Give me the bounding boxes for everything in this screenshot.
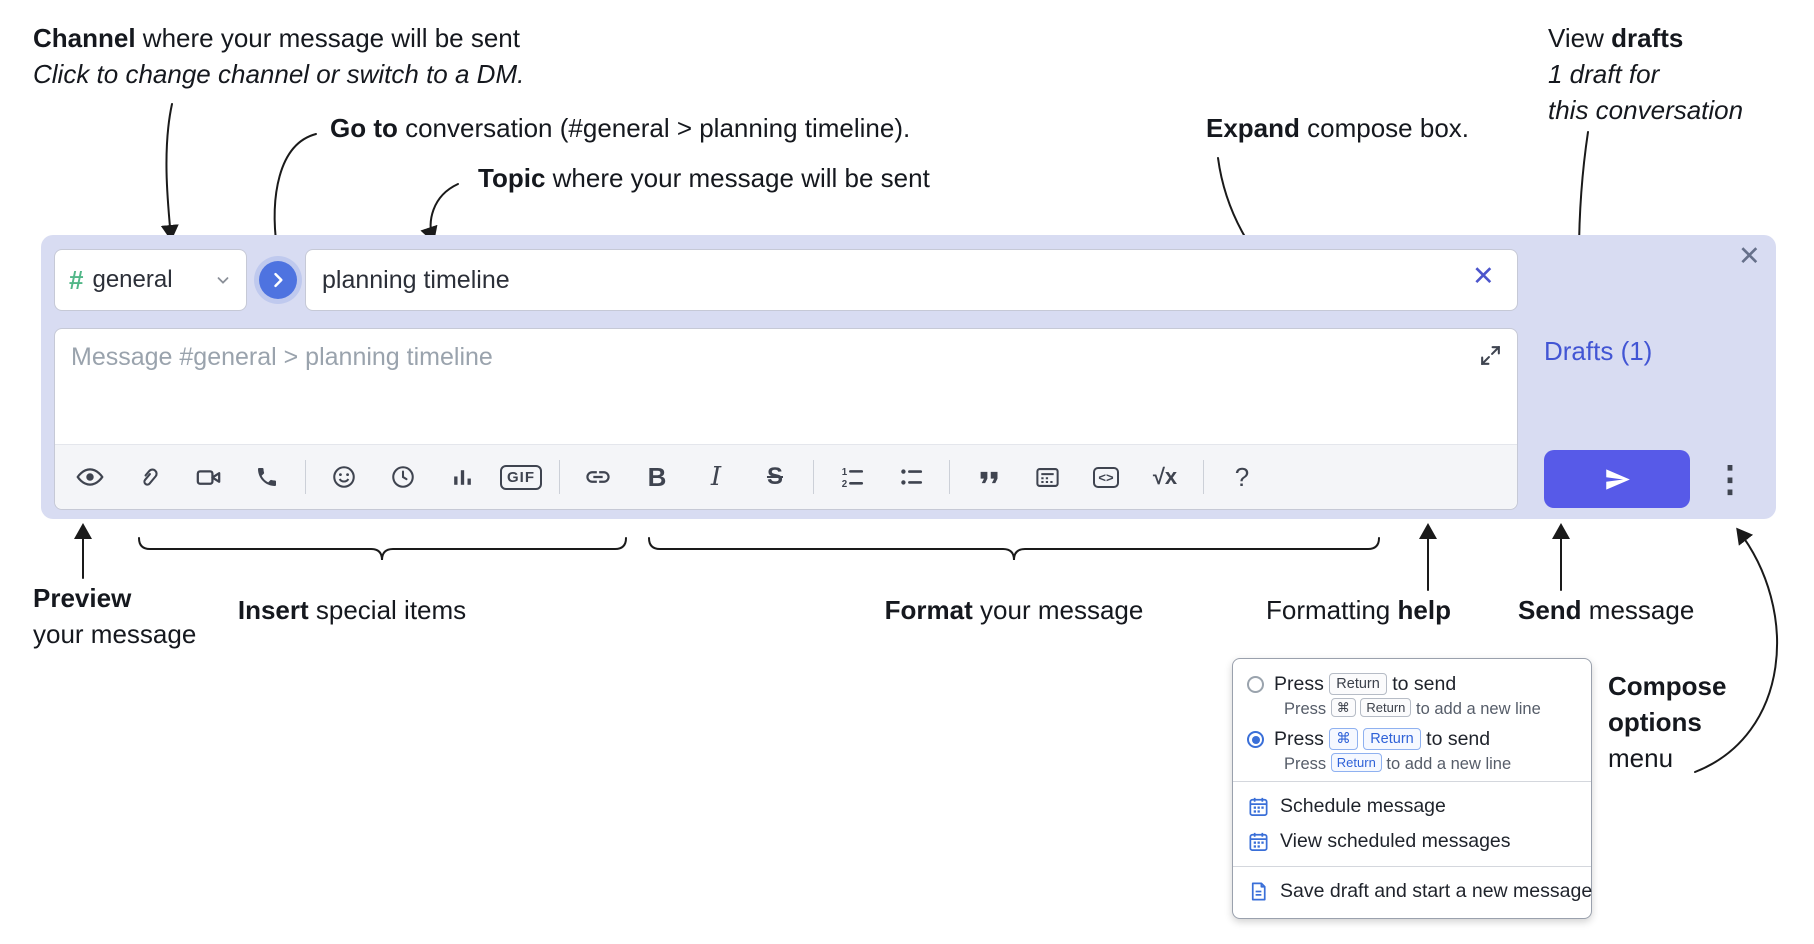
menu-divider (1233, 781, 1591, 782)
video-call-icon[interactable] (183, 455, 233, 499)
formatting-help-annotation: Formatting help (1266, 595, 1451, 625)
calendar-icon (1249, 832, 1268, 851)
toolbar-separator (813, 460, 814, 494)
spoiler-icon[interactable] (1022, 455, 1072, 499)
cmd-key-chip: ⌘ (1329, 728, 1358, 750)
expand-compose-icon[interactable] (1478, 343, 1503, 368)
topic-input[interactable] (305, 249, 1518, 311)
strikethrough-icon[interactable]: S (766, 463, 783, 490)
italic-icon[interactable]: I (710, 462, 722, 492)
topic-annotation: Topic where your message will be sent (478, 163, 930, 193)
quote-icon[interactable] (963, 455, 1013, 499)
compose-options-annotation: Compose options menu (1608, 671, 1727, 773)
cmd-key-chip: ⌘ (1330, 698, 1356, 717)
return-key-chip: Return (1360, 698, 1412, 717)
return-key-chip: Return (1363, 728, 1421, 750)
bold-icon[interactable]: B (647, 461, 667, 492)
send-on-return-subtext: Press ⌘ Return to add a new line (1284, 698, 1541, 718)
emoji-icon[interactable] (319, 455, 369, 499)
link-icon[interactable] (573, 455, 623, 499)
goto-annotation: Go to conversation (#general > planning … (330, 113, 911, 143)
chevron-right-icon (268, 270, 288, 290)
send-icon (1604, 466, 1631, 493)
chevron-down-icon (214, 271, 232, 289)
compose-options-menu-icon[interactable]: ⋮ (1712, 458, 1748, 499)
menu-divider (1233, 866, 1591, 867)
send-on-cmd-return-subtext: Press Return to add a new line (1284, 753, 1512, 773)
channel-name: general (92, 266, 173, 293)
toolbar-separator (1203, 460, 1204, 494)
compose-textarea[interactable] (55, 329, 1517, 444)
save-draft-icon (1251, 882, 1266, 901)
radio-on-icon[interactable] (1247, 731, 1264, 748)
toolbar-separator (559, 460, 560, 494)
attach-file-icon[interactable] (116, 444, 183, 510)
return-key-chip: Return (1329, 673, 1387, 695)
view-drafts-annotation: View drafts 1 draft for this conversatio… (1548, 23, 1744, 125)
message-compose-container: GIF B I S 12 <> (54, 328, 1518, 510)
svg-text:2: 2 (842, 479, 848, 490)
save-draft-item[interactable]: Save draft and start a new message (1233, 874, 1592, 909)
channel-annotation: Channel where your message will be sent … (33, 23, 525, 89)
toolbar-separator (305, 460, 306, 494)
view-scheduled-messages-item[interactable]: View scheduled messages (1233, 824, 1591, 859)
gif-icon[interactable]: GIF (496, 455, 546, 499)
drafts-link[interactable]: Drafts (1) (1544, 336, 1653, 366)
expand-annotation: Expand compose box. (1206, 113, 1470, 143)
bulleted-list-icon[interactable] (886, 455, 936, 499)
send-annotation: Send message (1518, 595, 1695, 625)
send-button[interactable] (1544, 450, 1690, 508)
svg-text:1: 1 (842, 467, 848, 478)
preview-annotation: Preview your message (33, 583, 197, 649)
compose-options-menu: Press Return to send Press ⌘ Return to a… (1232, 658, 1592, 919)
poll-icon[interactable] (437, 455, 487, 499)
channel-selector-button[interactable]: # general (54, 249, 247, 311)
toolbar-separator (949, 460, 950, 494)
clear-topic-icon[interactable]: ✕ (1472, 261, 1495, 291)
format-annotation: Format your message (884, 595, 1144, 625)
close-compose-icon[interactable]: ✕ (1738, 241, 1761, 271)
return-key-chip: Return (1330, 753, 1382, 772)
time-icon[interactable] (378, 455, 428, 499)
math-icon[interactable]: √x (1152, 464, 1178, 489)
insert-annotation: Insert special items (237, 595, 467, 625)
send-on-cmd-return-option[interactable]: Press ⌘ Return to send (1233, 723, 1591, 752)
channel-hash-icon: # (69, 264, 84, 295)
code-icon[interactable]: <> (1081, 455, 1131, 499)
calendar-icon (1249, 797, 1268, 816)
schedule-message-item[interactable]: Schedule message (1233, 789, 1591, 824)
send-on-return-option[interactable]: Press Return to send (1233, 668, 1591, 697)
radio-off-icon[interactable] (1247, 676, 1264, 693)
audio-call-icon[interactable] (242, 455, 292, 499)
help-icon[interactable]: ? (1234, 461, 1250, 492)
preview-icon[interactable] (65, 455, 115, 499)
goto-conversation-button[interactable] (259, 261, 297, 299)
